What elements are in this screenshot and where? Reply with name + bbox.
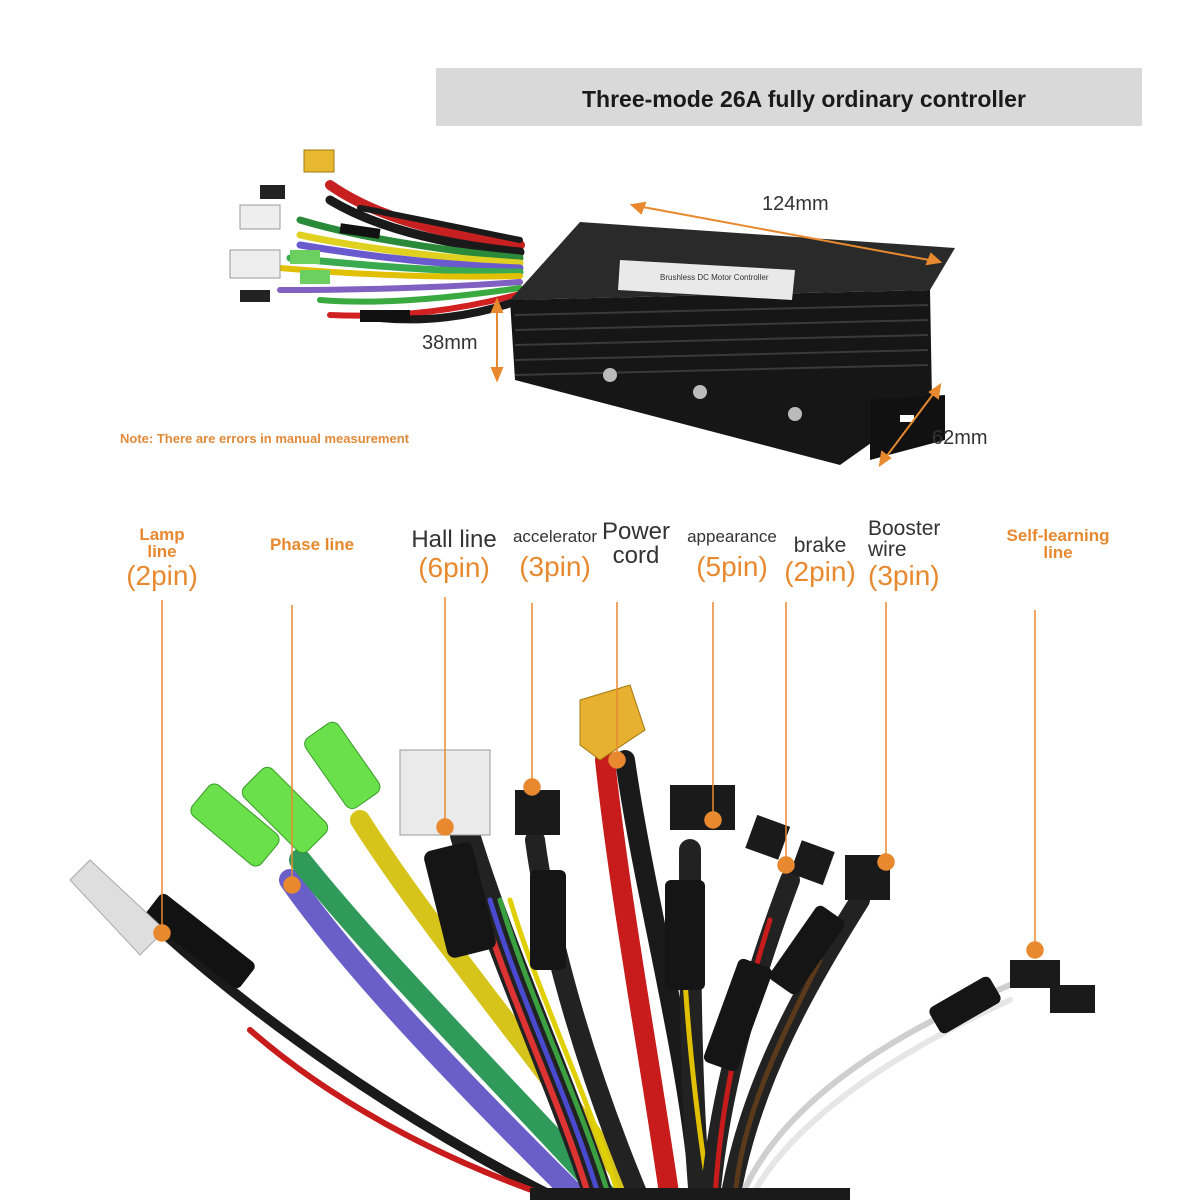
label-appearance-pin: (5pin): [696, 551, 768, 582]
label-brake-name: brake: [793, 534, 847, 557]
label-hall-line-pin: (6pin): [418, 552, 490, 583]
label-accelerator-pin: (3pin): [519, 551, 591, 582]
label-phase-line: Phase line: [262, 536, 362, 553]
wiring-harness-photo: [69, 684, 1095, 1200]
dimension-length: 124mm: [762, 193, 829, 215]
measurement-note: Note: There are errors in manual measure…: [120, 431, 409, 446]
label-hall-line: Hall line (6pin): [404, 528, 504, 582]
label-booster-wire-name: Booster wire: [868, 517, 941, 561]
label-hall-line-name: Hall line: [411, 526, 497, 553]
callout-leaders: [153, 597, 1044, 959]
label-lamp-line-name: Lamp line: [139, 525, 185, 561]
title-banner: [436, 68, 1142, 126]
label-power-cord: Power cord: [596, 520, 676, 568]
label-lamp-line-pin: (2pin): [126, 560, 198, 591]
label-accelerator: accelerator (3pin): [510, 528, 600, 581]
label-phase-line-name: Phase line: [269, 535, 355, 554]
label-power-cord-name: Power cord: [601, 518, 671, 569]
label-appearance-name: appearance: [687, 527, 777, 546]
label-booster-wire-pin: (3pin): [868, 560, 940, 591]
label-booster-wire: Booster wire (3pin): [868, 518, 960, 590]
dimension-height: 38mm: [422, 332, 478, 354]
label-brake: brake (2pin): [778, 535, 862, 586]
label-brake-pin: (2pin): [784, 556, 856, 587]
controller-sticker-text: Brushless DC Motor Controller: [660, 273, 769, 282]
banner-title: Three-mode 26A fully ordinary controller: [582, 86, 1026, 112]
label-self-learning-line: Self-learning line: [995, 527, 1121, 561]
label-appearance: appearance (5pin): [686, 528, 778, 581]
dimension-width: 62mm: [932, 427, 988, 449]
controller-product-photo: Brushless DC Motor Controller: [229, 149, 955, 468]
label-accelerator-name: accelerator: [512, 527, 598, 546]
label-self-learning-line-name: Self-learning line: [1006, 526, 1110, 562]
label-lamp-line: Lamp line (2pin): [118, 526, 206, 590]
